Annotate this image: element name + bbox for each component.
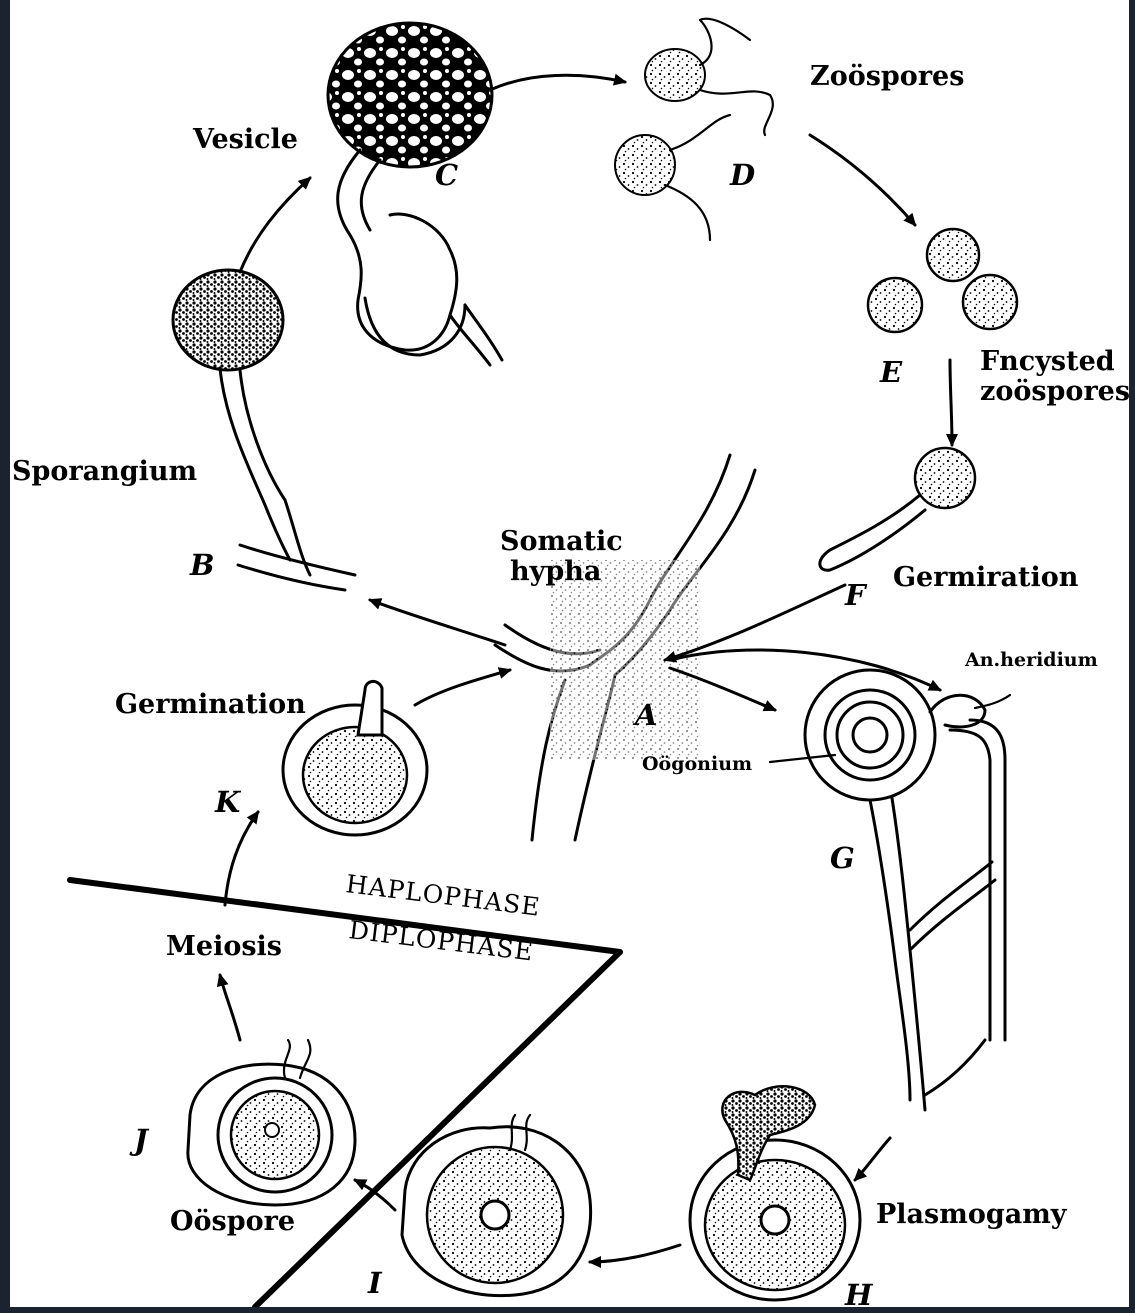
stage-j-oospore: [188, 1040, 355, 1205]
stage-letter-i: I: [367, 1266, 383, 1300]
bottom-frame-border: [0, 1307, 1135, 1313]
somatic-label-line2: hypha: [510, 556, 601, 587]
stage-letter-f: F: [844, 578, 868, 612]
germination-left-label: Germination: [115, 689, 306, 720]
somatic-label-line1: Somatic: [500, 526, 623, 557]
germination-right-label: Germiration: [893, 562, 1079, 593]
stage-letter-c: C: [435, 158, 458, 192]
stage-i-fertilised-oogonium: [402, 1115, 591, 1296]
life-cycle-diagram: Vesicle Zoöspores Fncysted zoöspores Spo…: [10, 0, 1129, 1307]
stage-letter-e: E: [879, 355, 903, 389]
vesicle-label: Vesicle: [192, 124, 298, 155]
encysted-label-line2: zoöspores: [980, 376, 1129, 407]
right-frame-border: [1129, 0, 1135, 1313]
somatic-hypha: [495, 455, 755, 840]
meiosis-label: Meiosis: [166, 931, 282, 962]
stage-f-germination: [820, 448, 975, 570]
oogonium-label: Oögonium: [642, 753, 752, 775]
stage-letter-k: K: [214, 785, 242, 819]
stage-letter-h: H: [844, 1278, 874, 1307]
sporangium-label: Sporangium: [12, 456, 197, 487]
zoospores-label: Zoöspores: [810, 61, 964, 92]
plasmogamy-label: Plasmogamy: [876, 1199, 1068, 1230]
stage-letter-b: B: [189, 548, 215, 582]
life-cycle-svg: Vesicle Zoöspores Fncysted zoöspores Spo…: [10, 0, 1129, 1307]
left-frame-border: [0, 0, 10, 1313]
antheridium-label: An.heridium: [964, 649, 1098, 671]
stage-c-vesicle: [328, 23, 502, 365]
stage-b-sporangium: [173, 270, 355, 590]
haplophase-label: HAPLOPHASE: [344, 869, 542, 922]
stage-d-zoospores: [615, 19, 773, 240]
oospore-label: Oöspore: [170, 1206, 295, 1237]
stage-e-encysted-zoospores: [868, 229, 1017, 332]
stage-letter-a: A: [632, 698, 658, 732]
stage-letter-g: G: [830, 841, 855, 875]
stage-letter-j: J: [129, 1123, 150, 1157]
diplophase-label: DIPLOPHASE: [347, 915, 535, 966]
stage-letter-d: D: [729, 158, 755, 192]
stage-h-plasmogamy: [690, 1086, 860, 1300]
stage-g-oogonium-antheridium: [805, 670, 1005, 1110]
encysted-label-line1: Fncysted: [980, 346, 1115, 377]
